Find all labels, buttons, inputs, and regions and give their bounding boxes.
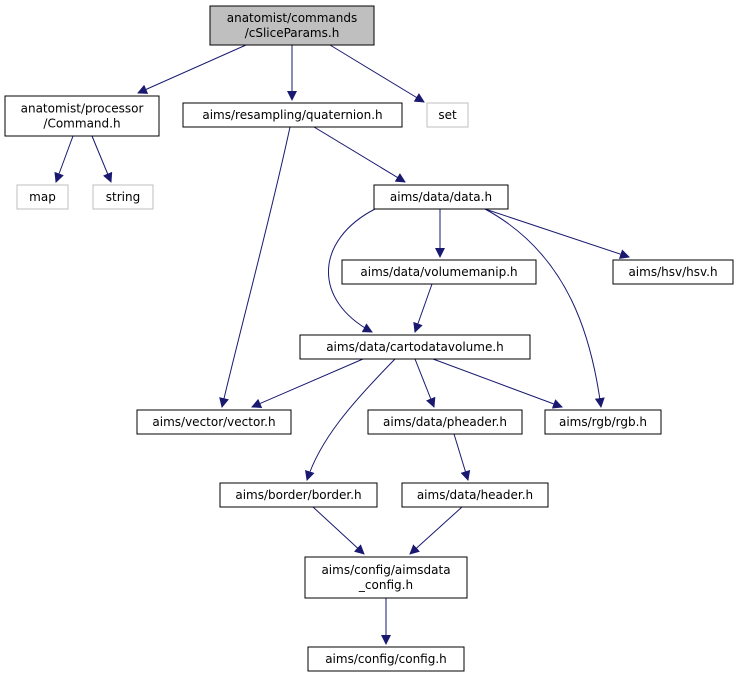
edges <box>54 44 630 645</box>
node-box <box>92 184 154 210</box>
node-box <box>136 409 292 435</box>
node-aimsdata_config[interactable]: aims/config/aimsdata_config.h <box>304 556 468 599</box>
node-hsv[interactable]: aims/hsv/hsv.h <box>612 259 734 285</box>
edge-header-to-aimsdata_config <box>409 506 463 555</box>
node-label: aims/data/cartodatavolume.h <box>326 340 504 354</box>
edge-cartodatavolume-to-pheader <box>414 358 436 408</box>
edge-quaternion-to-vector <box>219 126 291 408</box>
edge-volumemanip-to-cartodatavolume <box>413 283 433 333</box>
node-label: /cSliceParams.h <box>245 26 340 40</box>
node-label: aims/config/aimsdata <box>321 563 450 577</box>
node-label: aims/data/volumemanip.h <box>360 265 517 279</box>
node-label: string <box>106 190 140 204</box>
node-label: map <box>29 190 56 204</box>
edge-quaternion-to-data <box>313 126 406 183</box>
node-string: string <box>92 184 154 210</box>
edge-cartodatavolume-to-rgb <box>432 358 563 409</box>
node-box <box>426 102 469 128</box>
node-box <box>307 646 465 672</box>
edge-data-to-rgb <box>484 208 605 408</box>
node-label: anatomist/commands <box>227 11 358 25</box>
edge-command-to-string <box>91 135 113 183</box>
node-data[interactable]: aims/data/data.h <box>373 184 509 210</box>
node-label: anatomist/processor <box>21 102 144 116</box>
node-label: aims/border/border.h <box>235 488 361 502</box>
node-box <box>367 409 523 435</box>
node-label: aims/config/config.h <box>325 652 447 666</box>
edge-data-to-hsv <box>484 208 630 259</box>
node-root[interactable]: anatomist/commands/cSliceParams.h <box>209 5 375 46</box>
node-label: /Command.h <box>43 117 120 131</box>
node-label: aims/hsv/hsv.h <box>628 265 717 279</box>
node-box <box>219 482 378 508</box>
node-label: aims/vector/vector.h <box>152 415 275 429</box>
node-vector[interactable]: aims/vector/vector.h <box>136 409 292 435</box>
node-config[interactable]: aims/config/config.h <box>307 646 465 672</box>
node-box <box>182 102 403 128</box>
node-border[interactable]: aims/border/border.h <box>219 482 378 508</box>
edge-border-to-aimsdata_config <box>312 506 365 555</box>
nodes: anatomist/commands/cSliceParams.hanatomi… <box>4 5 734 672</box>
node-label: aims/data/pheader.h <box>383 415 507 429</box>
node-box <box>544 409 662 435</box>
node-pheader[interactable]: aims/data/pheader.h <box>367 409 523 435</box>
node-command[interactable]: anatomist/processor/Command.h <box>4 95 160 137</box>
node-box <box>209 5 375 46</box>
node-box <box>304 556 468 599</box>
edge-command-to-map <box>54 135 74 183</box>
node-label: aims/resampling/quaternion.h <box>202 108 382 122</box>
edge-cartodatavolume-to-vector <box>251 358 364 409</box>
node-header[interactable]: aims/data/header.h <box>401 482 549 508</box>
node-box <box>299 334 531 360</box>
node-quaternion[interactable]: aims/resampling/quaternion.h <box>182 102 403 128</box>
node-label: aims/data/header.h <box>417 488 533 502</box>
edge-pheader-to-header <box>453 433 471 481</box>
node-label: aims/data/data.h <box>390 190 492 204</box>
node-rgb[interactable]: aims/rgb/rgb.h <box>544 409 662 435</box>
edge-root-to-command <box>137 44 247 94</box>
node-box <box>341 259 537 285</box>
edge-data-to-cartodatavolume <box>328 208 376 333</box>
node-box <box>16 184 69 210</box>
node-label: aims/rgb/rgb.h <box>559 415 647 429</box>
node-map: map <box>16 184 69 210</box>
node-box <box>401 482 549 508</box>
node-box <box>612 259 734 285</box>
node-cartodatavolume[interactable]: aims/data/cartodatavolume.h <box>299 334 531 360</box>
node-label: _config.h <box>358 578 413 592</box>
node-volumemanip[interactable]: aims/data/volumemanip.h <box>341 259 537 285</box>
node-box <box>373 184 509 210</box>
node-label: set <box>438 108 457 122</box>
node-set: set <box>426 102 469 128</box>
edge-root-to-set <box>329 44 425 103</box>
edge-cartodatavolume-to-border <box>305 358 396 481</box>
node-box <box>4 95 160 137</box>
